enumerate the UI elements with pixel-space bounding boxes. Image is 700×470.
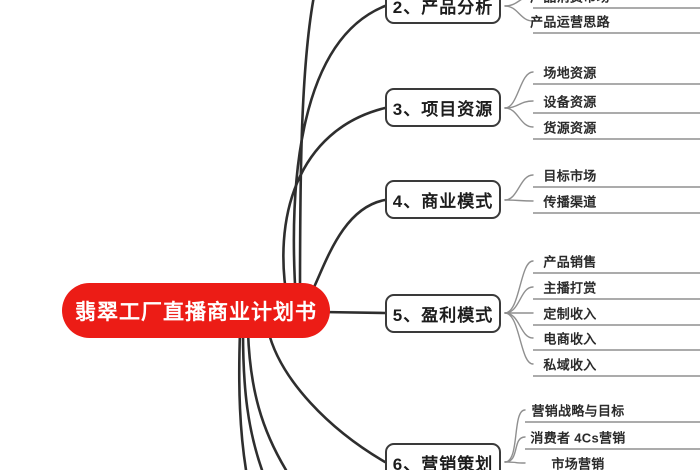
leaf-node-5-2[interactable]: 定制收入 bbox=[543, 306, 597, 322]
branch-node-6[interactable]: 6、营销策划 bbox=[385, 443, 501, 470]
leaf-edge-3-1 bbox=[504, 100, 534, 109]
branch-label-3: 3、项目资源 bbox=[392, 100, 494, 119]
edge-to-branch-6 bbox=[266, 328, 387, 464]
leaf-edge-6-2 bbox=[504, 461, 526, 464]
leaf-node-6-2[interactable]: 市场营销 bbox=[551, 456, 605, 470]
leaf-node-6-1[interactable]: 消费者 4Cs营销 bbox=[530, 430, 626, 446]
leaf-edge-3-2 bbox=[504, 107, 534, 128]
leaf-edge-5-1 bbox=[504, 286, 534, 314]
branch-node-3[interactable]: 3、项目资源 bbox=[385, 88, 501, 127]
leaf-node-5-1[interactable]: 主播打赏 bbox=[543, 280, 597, 296]
central-topic-node[interactable]: 翡翠工厂直播商业计划书 bbox=[62, 283, 330, 338]
leaf-edge-6-0 bbox=[504, 409, 526, 463]
branch-label-4: 4、商业模式 bbox=[392, 192, 494, 211]
leaf-node-4-1[interactable]: 传播渠道 bbox=[543, 194, 597, 210]
edge-to-branch-1 bbox=[298, 0, 315, 302]
central-topic-label: 翡翠工厂直播商业计划书 bbox=[75, 300, 317, 324]
leaf-node-5-4[interactable]: 私域收入 bbox=[543, 357, 597, 373]
branch-label-6: 6、营销策划 bbox=[392, 455, 494, 470]
leaf-node-3-0[interactable]: 场地资源 bbox=[543, 65, 597, 81]
edge-to-branch-3 bbox=[282, 106, 387, 306]
leaf-edge-4-0 bbox=[504, 174, 534, 201]
leaf-edge-2-0 bbox=[504, 0, 522, 7]
leaf-node-5-3[interactable]: 电商收入 bbox=[543, 331, 597, 347]
edge-to-branch-5 bbox=[320, 310, 387, 315]
branch-node-4[interactable]: 4、商业模式 bbox=[385, 180, 501, 219]
leaf-node-5-0[interactable]: 产品销售 bbox=[543, 254, 597, 270]
leaf-edge-2-1 bbox=[504, 5, 534, 22]
branch-label-2: 2、产品分析 bbox=[392, 0, 494, 17]
edge-to-branch-2 bbox=[292, 4, 387, 304]
leaf-edge-3-0 bbox=[504, 71, 534, 109]
leaf-edge-4-1 bbox=[504, 199, 534, 202]
leaf-node-3-1[interactable]: 设备资源 bbox=[543, 94, 597, 110]
leaf-edge-5-4 bbox=[504, 312, 534, 365]
leaf-node-2-0[interactable]: 产品消费市场 bbox=[530, 0, 610, 6]
leaf-node-3-2[interactable]: 货源资源 bbox=[543, 120, 597, 136]
leaf-edge-5-0 bbox=[504, 260, 534, 314]
edge-bundle-lower-c bbox=[237, 330, 248, 470]
edge-bundle-lower-a bbox=[246, 330, 288, 470]
leaf-edge-6-1 bbox=[504, 436, 526, 463]
branch-label-5: 5、盈利模式 bbox=[392, 306, 494, 325]
edge-bundle-lower-b bbox=[241, 330, 264, 470]
branch-node-5[interactable]: 5、盈利模式 bbox=[385, 294, 501, 333]
branch-node-2[interactable]: 2、产品分析 bbox=[385, 0, 501, 24]
leaf-node-2-1[interactable]: 产品运营思路 bbox=[530, 14, 610, 30]
leaf-node-6-0[interactable]: 营销战略与目标 bbox=[531, 403, 625, 419]
leaf-node-4-0[interactable]: 目标市场 bbox=[543, 168, 597, 184]
